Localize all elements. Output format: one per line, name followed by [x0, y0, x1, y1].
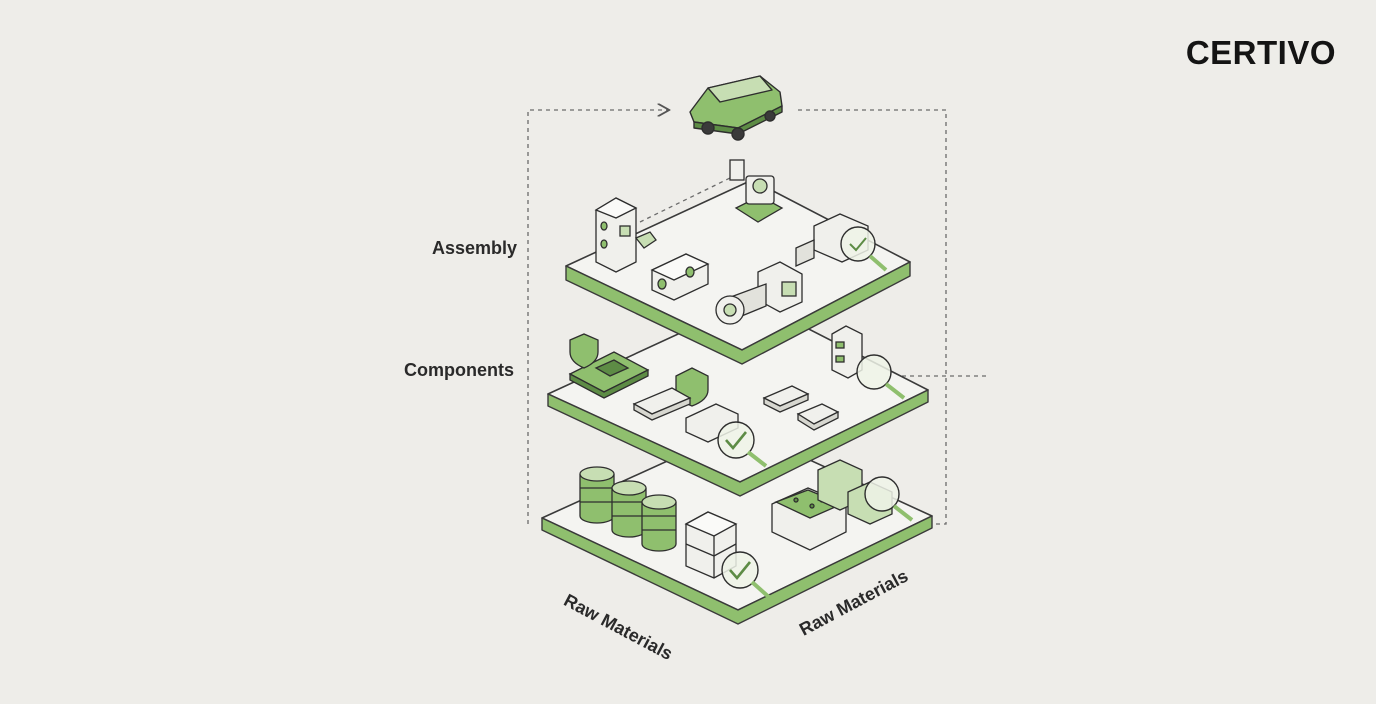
checkmark-icon	[725, 431, 748, 451]
layer-label-assembly: Assembly	[432, 238, 518, 258]
inspection-magnifier-icon	[717, 421, 768, 468]
barrel-icon	[579, 466, 615, 524]
checkmark-icon	[729, 561, 752, 581]
robot-arm-icon	[729, 159, 784, 223]
layer-label-components: Components	[404, 360, 514, 380]
turbine-icon	[715, 261, 803, 325]
barrel-icon	[611, 480, 647, 538]
factory-building-icon	[594, 197, 657, 273]
flow-line-right	[798, 109, 947, 525]
inspection-magnifier-icon	[721, 551, 772, 600]
keyboard-module-icon	[632, 387, 692, 421]
car-icon	[689, 75, 783, 141]
crate-icon	[831, 325, 863, 379]
keyboard-module-icon	[762, 385, 810, 413]
connector-icon	[796, 403, 840, 431]
brand-logo: CERTIVO	[1185, 34, 1336, 71]
flow-line-left	[527, 110, 668, 524]
inspection-magnifier-icon	[856, 354, 906, 400]
microchip-icon	[568, 351, 650, 399]
inspection-magnifier-icon	[864, 476, 914, 522]
flow-line-assembly-inner	[639, 177, 731, 223]
machine-block-icon	[650, 253, 710, 301]
inspection-magnifier-icon	[840, 226, 888, 272]
shield-icon	[569, 333, 599, 369]
barrel-icon	[641, 494, 677, 552]
